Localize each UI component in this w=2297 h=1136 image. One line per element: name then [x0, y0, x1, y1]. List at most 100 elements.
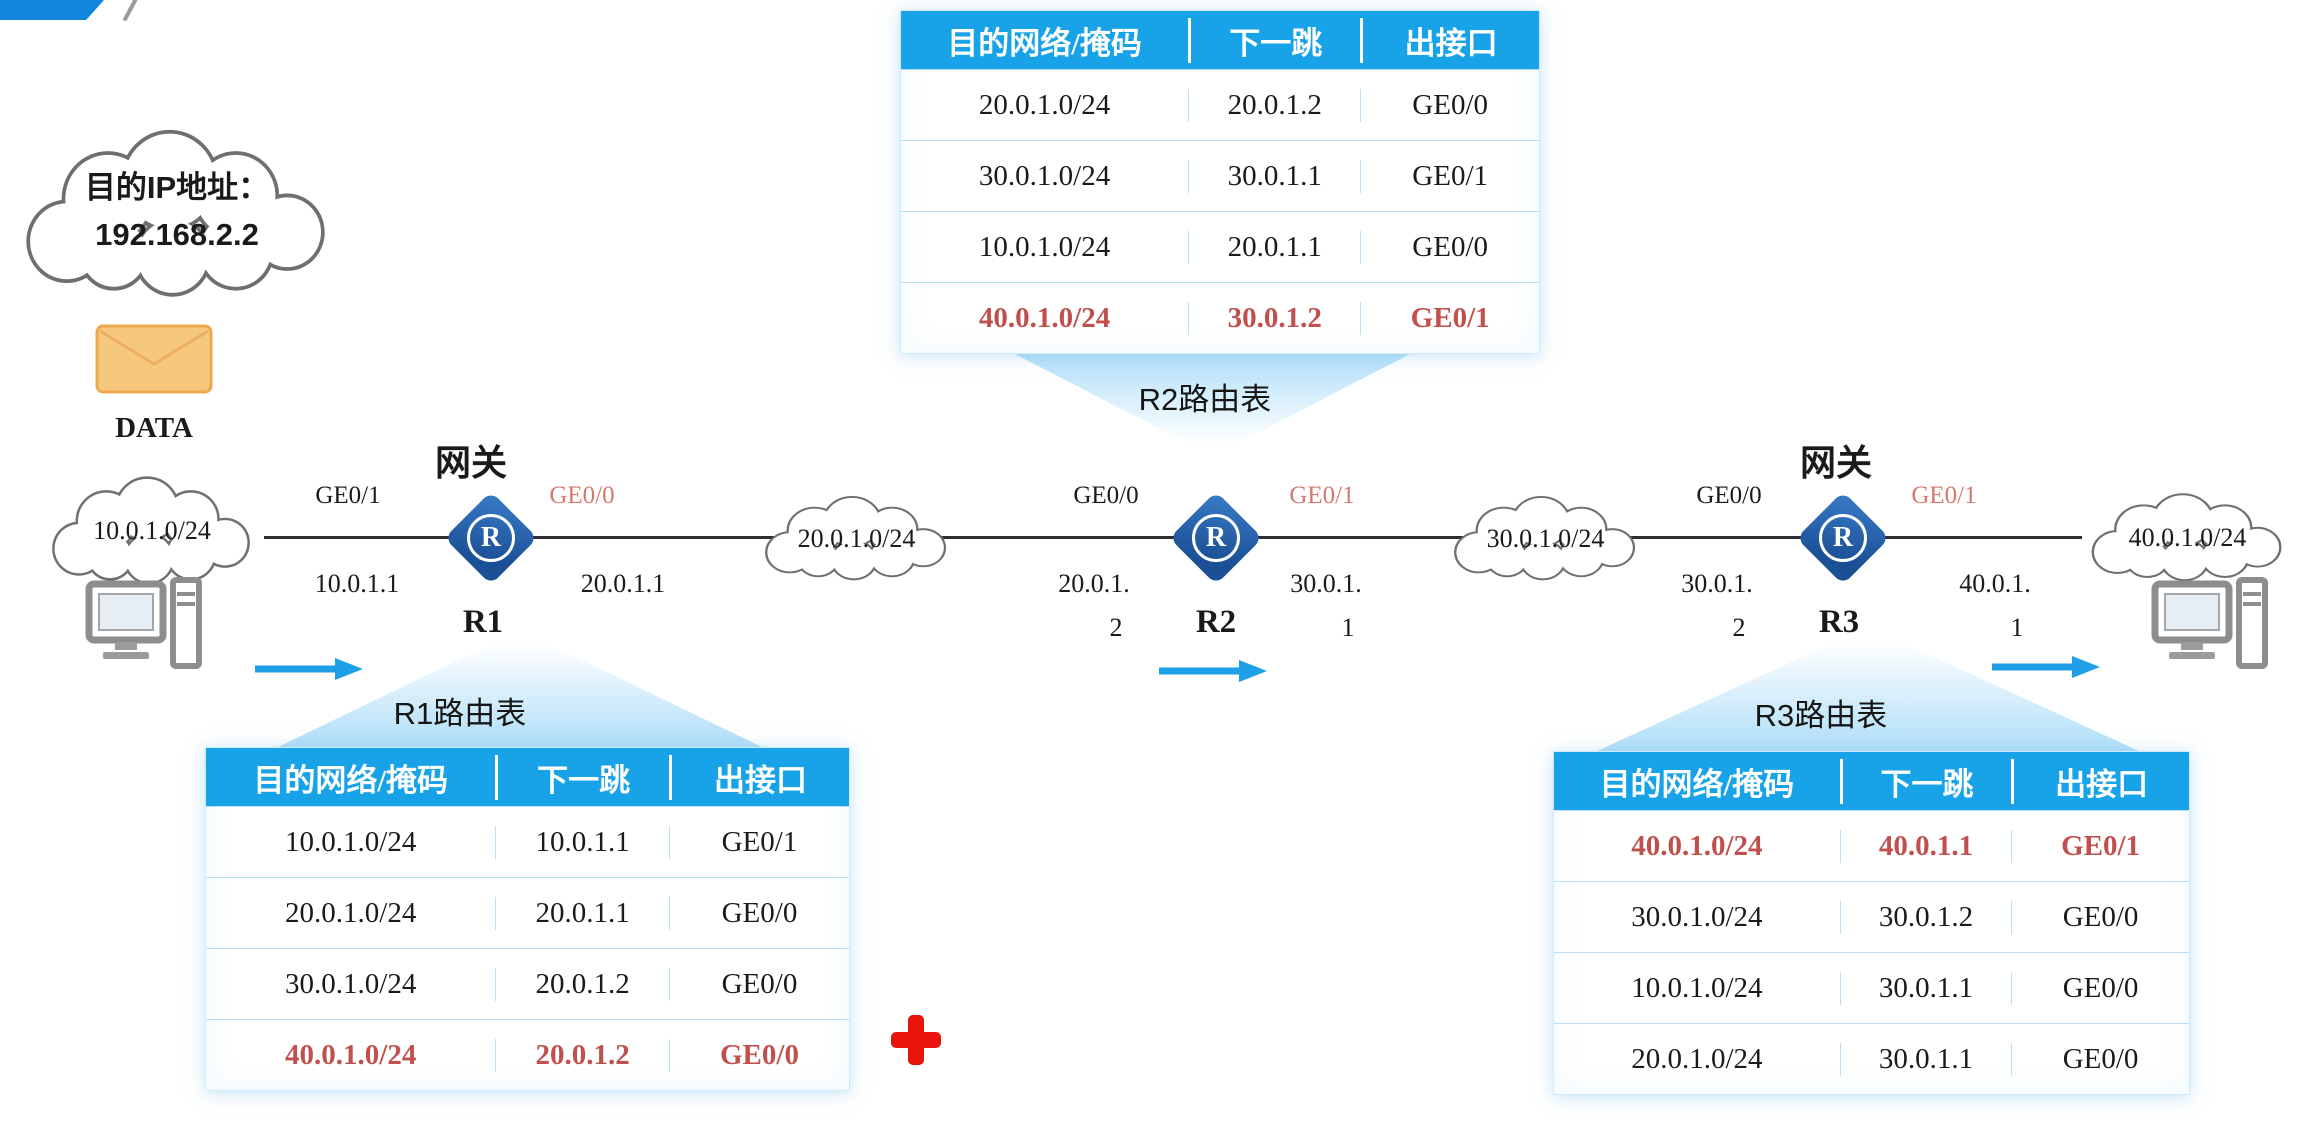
header-next-hop: 下一跳: [495, 754, 669, 800]
r2-right-interface: GE0/1: [1289, 482, 1355, 509]
dest-network-cell: 20.0.1.0/24: [1631, 1042, 1763, 1075]
out-interface-cell: GE0/0: [1360, 88, 1539, 122]
out-interface-cell: GE0/1: [1360, 301, 1539, 335]
r1-left-interface: GE0/1: [315, 482, 381, 509]
gateway-label-r3: 网关: [1799, 442, 1872, 483]
network-label: 20.0.1.0/24: [797, 524, 916, 553]
next-hop-cell: 10.0.1.1: [495, 825, 669, 859]
out-interface-cell: GE0/0: [2011, 971, 2189, 1005]
r1-routing-table: 目的网络/掩码 下一跳 出接口 10.0.1.0/24 10.0.1.1 GE0…: [205, 747, 850, 1091]
network-label: 30.0.1.0/24: [1486, 524, 1605, 553]
network-cloud-40-0-1-0: 40.0.1.0/24: [2080, 488, 2295, 584]
header-out-interface: 出接口: [2011, 758, 2189, 804]
r3-right-ip: 40.0.1. 1: [1920, 562, 2070, 650]
corner-slash-mark: [122, 0, 138, 22]
r2-left-interface: GE0/0: [1073, 482, 1139, 509]
route-row: 30.0.1.0/24 20.0.1.2 GE0/0: [206, 948, 849, 1019]
network-cloud-20-0-1-0: 20.0.1.0/24: [754, 491, 959, 583]
ip-text: 10.0.1.1: [314, 569, 400, 598]
out-interface-cell: GE0/1: [1360, 159, 1539, 193]
r2-left-ip: 20.0.1. 2: [1019, 562, 1169, 650]
dest-network-cell: 20.0.1.0/24: [285, 896, 417, 929]
header-dest-network: 目的网络/掩码: [253, 762, 448, 798]
route-row: 10.0.1.0/24 10.0.1.1 GE0/1: [206, 806, 849, 877]
ip-text: 1: [2010, 613, 2024, 642]
envelope-icon: [95, 324, 213, 394]
router-name-r3: R3: [1818, 604, 1860, 640]
router-name-r2: R2: [1195, 604, 1237, 640]
r3-routing-table: 目的网络/掩码 下一跳 出接口 40.0.1.0/24 40.0.1.1 GE0…: [1553, 751, 2190, 1095]
ip-text: 1: [1341, 613, 1355, 642]
flow-arrow-right: [1992, 656, 2100, 678]
red-cross-icon: [891, 1015, 941, 1065]
out-interface-cell: GE0/1: [668, 825, 849, 859]
out-interface-cell: GE0/0: [668, 1038, 849, 1072]
next-hop-cell: 30.0.1.1: [1839, 1042, 2011, 1076]
network-cloud-10-0-1-0: 10.0.1.0/24: [40, 470, 264, 588]
out-interface-cell: GE0/0: [668, 967, 849, 1001]
table-header-row: 目的网络/掩码 下一跳 出接口: [1554, 752, 2189, 810]
next-hop-cell: 30.0.1.2: [1188, 301, 1360, 335]
ip-text: 20.0.1.1: [580, 569, 666, 598]
ip-text: 2: [1732, 613, 1746, 642]
r3-right-interface: GE0/1: [1911, 482, 1977, 509]
dest-network-cell: 40.0.1.0/24: [285, 1038, 417, 1071]
out-interface-cell: GE0/0: [2011, 900, 2189, 934]
next-hop-cell: 30.0.1.1: [1839, 971, 2011, 1005]
dest-network-cell: 30.0.1.0/24: [285, 967, 417, 1000]
network-label: 10.0.1.0/24: [93, 516, 211, 545]
next-hop-cell: 20.0.1.1: [495, 896, 669, 930]
destination-ip-cloud: 目的IP地址： 192.168.2.2: [8, 120, 346, 302]
route-row: 10.0.1.0/24 20.0.1.1 GE0/0: [901, 211, 1539, 282]
router-r1-icon: R: [431, 478, 551, 598]
data-packet-label: DATA: [115, 412, 193, 444]
next-hop-cell: 30.0.1.1: [1188, 159, 1360, 193]
header-out-interface: 出接口: [668, 754, 849, 800]
next-hop-cell: 20.0.1.2: [1188, 88, 1360, 122]
r3-left-interface: GE0/0: [1696, 482, 1762, 509]
router-glyph: R: [467, 514, 515, 562]
dest-ip-value: 192.168.2.2: [95, 217, 259, 252]
r1-table-title: R1路由表: [393, 696, 527, 731]
ip-text: 40.0.1.: [1959, 569, 2031, 598]
header-dest-network: 目的网络/掩码: [1599, 766, 1795, 802]
header-next-hop: 下一跳: [1839, 758, 2011, 804]
router-glyph: R: [1192, 514, 1240, 562]
next-hop-cell: 40.0.1.1: [1839, 829, 2011, 863]
route-row: 20.0.1.0/24 20.0.1.2 GE0/0: [901, 69, 1539, 140]
r1-left-ip: 10.0.1.1: [282, 562, 432, 606]
flow-arrow-middle: [1159, 660, 1267, 682]
dest-network-cell: 10.0.1.0/24: [285, 825, 417, 858]
dest-network-cell: 20.0.1.0/24: [978, 88, 1111, 121]
corner-logo: [0, 0, 104, 20]
dest-network-cell: 40.0.1.0/24: [1631, 829, 1763, 862]
next-hop-cell: 20.0.1.2: [495, 967, 669, 1001]
dest-network-cell: 10.0.1.0/24: [1631, 971, 1763, 1004]
route-row: 30.0.1.0/24 30.0.1.1 GE0/1: [901, 140, 1539, 211]
router-r2-icon: R: [1156, 478, 1276, 598]
next-hop-cell: 20.0.1.1: [1188, 230, 1360, 264]
router-name-r1: R1: [462, 604, 504, 640]
dest-ip-caption: 目的IP地址：: [84, 170, 270, 205]
r1-right-ip: 20.0.1.1: [548, 562, 698, 606]
route-row: 30.0.1.0/24 30.0.1.2 GE0/0: [1554, 881, 2189, 952]
dest-network-cell: 40.0.1.0/24: [978, 301, 1111, 334]
header-dest-network: 目的网络/掩码: [947, 25, 1142, 61]
computer-icon-right: [2151, 577, 2268, 669]
table-header-row: 目的网络/掩码 下一跳 出接口: [206, 748, 849, 806]
computer-icon-left: [85, 577, 202, 669]
ip-text: 30.0.1.: [1290, 569, 1362, 598]
out-interface-cell: GE0/0: [1360, 230, 1539, 264]
r3-table-title: R3路由表: [1754, 698, 1888, 733]
dest-network-cell: 30.0.1.0/24: [1631, 900, 1763, 933]
router-glyph: R: [1819, 514, 1867, 562]
route-row: 10.0.1.0/24 30.0.1.1 GE0/0: [1554, 952, 2189, 1023]
ip-text: 30.0.1.: [1681, 569, 1753, 598]
network-label: 40.0.1.0/24: [2128, 523, 2247, 552]
header-next-hop: 下一跳: [1188, 17, 1360, 63]
out-interface-cell: GE0/1: [2011, 829, 2189, 863]
route-row: 40.0.1.0/24 20.0.1.2 GE0/0: [206, 1019, 849, 1090]
dest-network-cell: 30.0.1.0/24: [978, 159, 1111, 192]
route-row: 20.0.1.0/24 30.0.1.1 GE0/0: [1554, 1023, 2189, 1094]
out-interface-cell: GE0/0: [668, 896, 849, 930]
